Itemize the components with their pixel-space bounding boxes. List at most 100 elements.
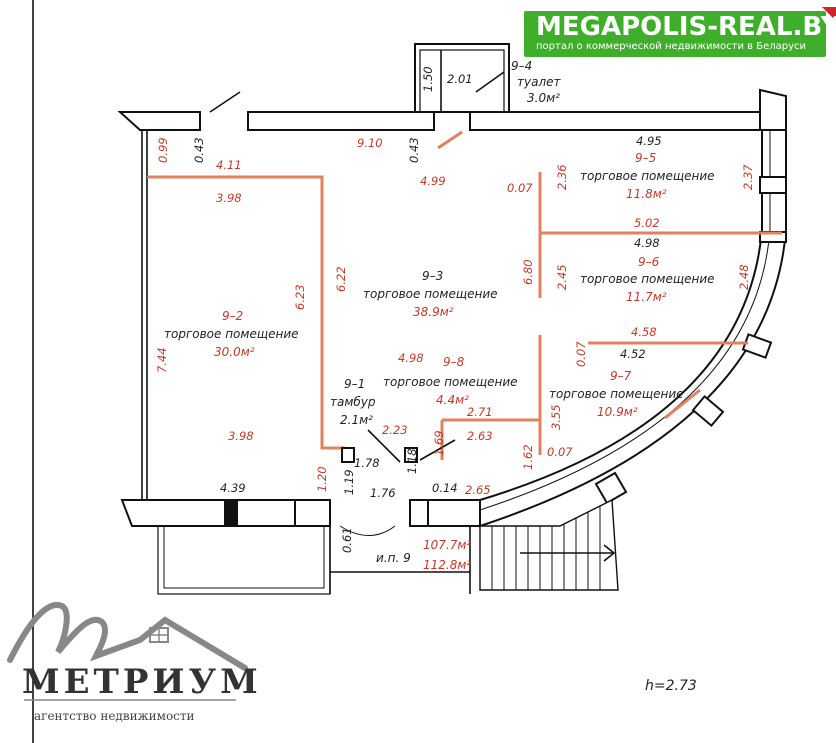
- dim: 3.98: [228, 429, 254, 443]
- dim: 1.76: [370, 486, 396, 500]
- stair-arrow-head: [603, 544, 616, 562]
- room-name: торговое помещение: [580, 272, 715, 286]
- room-area: 2.1м²: [340, 413, 373, 427]
- megapolis-banner[interactable]: MEGAPOLIS-REAL.BY портал о коммерческой …: [524, 7, 836, 57]
- room-id: 9–7: [610, 369, 632, 383]
- room-id: 9–8: [443, 355, 465, 369]
- room-id: 9–3: [422, 269, 443, 283]
- dim: 9.10: [357, 136, 383, 150]
- dim: 3.55: [549, 404, 563, 430]
- toilet-door-swing: [437, 130, 463, 150]
- dim: 0.43: [407, 137, 421, 163]
- dim: 2.23: [382, 423, 408, 437]
- dim: 2.37: [741, 164, 755, 190]
- dim: 4.58: [631, 325, 657, 339]
- dim: 1.18: [405, 448, 419, 474]
- dim: 0.61: [340, 527, 354, 553]
- banner-tagline: портал о коммерческой недвижимости в Бел…: [536, 41, 806, 52]
- pillar-2: [409, 499, 429, 527]
- agency-tagline: агентство недвижимости: [34, 709, 195, 723]
- dim: 2.48: [737, 264, 751, 290]
- dim: 3.98: [216, 191, 242, 205]
- unit-label: и.п. 9: [376, 551, 411, 565]
- dim: 1.62: [521, 444, 535, 470]
- room-name: тамбур: [330, 395, 376, 409]
- outer-walls: [117, 43, 787, 595]
- dimensions: 0.99 0.43 9.10 0.43 1.50 2.01 4.11 3.98 …: [155, 66, 755, 553]
- metrium-logo-icon: [7, 601, 248, 701]
- facade-mullion-4: [691, 394, 725, 428]
- facade-mullion-3: [741, 333, 773, 359]
- room-area: 30.0м²: [214, 345, 255, 359]
- room-9-5: 9–5 торговое помещение 11.8м²: [580, 151, 715, 201]
- dim: 5.02: [634, 216, 660, 230]
- porch-left-inner: [163, 525, 325, 589]
- porch-left: [157, 525, 331, 595]
- room-9-7: 9–7 торговое помещение 10.9м²: [549, 369, 684, 419]
- room-name: торговое помещение: [164, 327, 299, 341]
- room-9-1: 9–1 тамбур 2.1м²: [330, 377, 376, 427]
- facade-inner-line: [479, 130, 771, 511]
- room-id: 9–4: [511, 59, 532, 73]
- dim: 0.07: [507, 181, 533, 195]
- facade-mullion-5: [594, 471, 628, 505]
- unit-summary: и.п. 9 107.7м² 112.8м²: [376, 538, 471, 572]
- dim: 1.78: [354, 456, 380, 470]
- banner-title: MEGAPOLIS-REAL.BY: [536, 12, 836, 42]
- agency-name: МЕТРИУМ: [22, 662, 262, 702]
- room-9-3: 9–3 торговое помещение 38.9м²: [363, 269, 498, 319]
- dim: 4.95: [636, 134, 662, 148]
- dim: 6.80: [521, 259, 535, 285]
- room-9-7-door: [664, 388, 701, 420]
- dim: 2.36: [555, 164, 569, 190]
- dim: 6.23: [293, 284, 307, 310]
- dim: 2.63: [467, 429, 493, 443]
- room-name: туалет: [517, 75, 561, 89]
- tambour-pillar-right: [404, 447, 418, 463]
- dim: 2.45: [555, 264, 569, 290]
- stair-steps: [491, 506, 601, 590]
- room-name: торговое помещение: [363, 287, 498, 301]
- room-area: 11.7м²: [626, 290, 667, 304]
- dim: 0.07: [547, 445, 573, 459]
- room-area: 4.4м²: [436, 393, 469, 407]
- dim: 2.65: [465, 483, 491, 497]
- room-area: 3.0м²: [527, 91, 560, 105]
- dim: 4.98: [634, 236, 660, 250]
- dim: 1.20: [315, 466, 329, 492]
- dim: 4.99: [420, 174, 446, 188]
- tambour-pillar-left: [341, 447, 355, 463]
- dim: 1.69: [432, 430, 446, 456]
- room-9-8: 9–8 торговое помещение 4.4м²: [383, 355, 518, 407]
- banner-corner-icon: [822, 7, 836, 21]
- room-id: 9–6: [638, 255, 660, 269]
- unit-area-1: 107.7м²: [423, 538, 471, 552]
- dim: 1.50: [421, 66, 435, 92]
- room-area: 11.8м²: [626, 187, 667, 201]
- pillar-1: [224, 500, 238, 526]
- dim: 2.01: [447, 72, 473, 86]
- dim: 4.39: [220, 481, 246, 495]
- tambour-door: [367, 429, 401, 463]
- dim: 0.99: [156, 137, 170, 163]
- north-west-wall: [117, 111, 201, 131]
- toilet-inner: [419, 49, 505, 113]
- room-id: 9–2: [222, 309, 243, 323]
- dim: 0.07: [574, 341, 588, 367]
- room-9-6: 9–6 торговое помещение 11.7м²: [580, 255, 715, 304]
- unit-area-2: 112.8м²: [423, 558, 471, 572]
- wall-stub: [209, 91, 241, 113]
- entry-door-arc: [339, 525, 396, 536]
- dim: 0.43: [192, 137, 206, 163]
- partition-9-2: [147, 175, 345, 450]
- room-name: торговое помещение: [549, 387, 684, 401]
- room-area: 38.9м²: [413, 305, 454, 319]
- dim: 4.11: [216, 158, 242, 172]
- dim: 0.14: [432, 481, 458, 495]
- room-name: торговое помещение: [383, 375, 518, 389]
- room-id: 9–1: [344, 377, 365, 391]
- south-wall-segment: [294, 499, 331, 527]
- dim: 4.52: [620, 347, 646, 361]
- dim: 6.22: [334, 266, 348, 292]
